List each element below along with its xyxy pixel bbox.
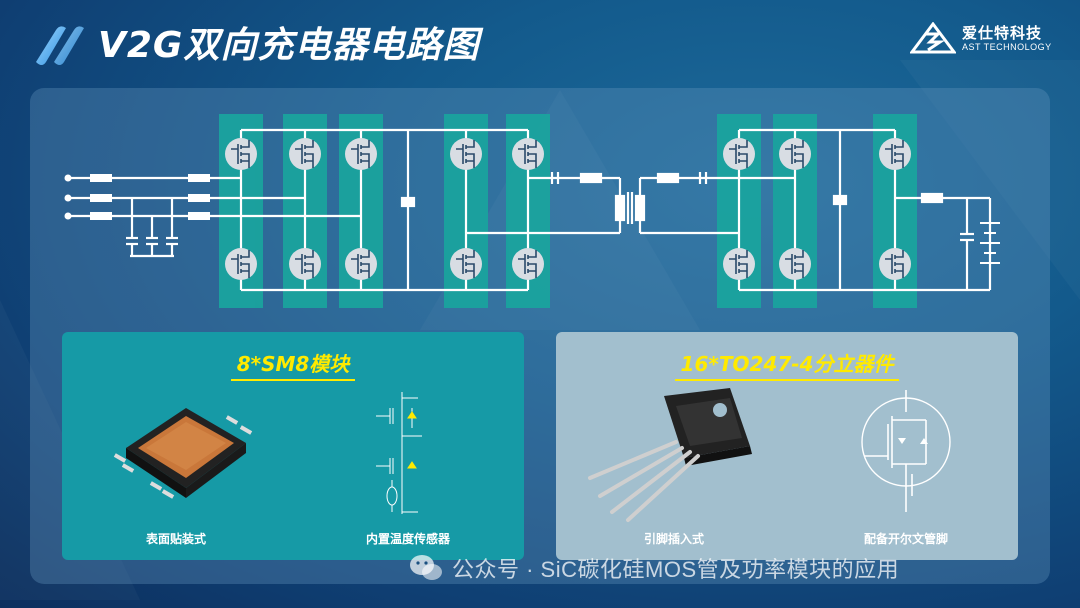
- sm8-package-image: [113, 408, 253, 499]
- to247-package-image: [588, 388, 752, 522]
- v2g-circuit-diagram: [64, 114, 1000, 308]
- sm8-caption-temp-sensor: 内置温度传感器: [365, 532, 450, 546]
- to247-card-title: 16*TO247-4分立器件: [674, 348, 900, 381]
- to247-discrete-card: 16*TO247-4分立器件 引脚插入式 配备开尔文管脚: [556, 332, 1018, 560]
- wechat-watermark: 公众号 · SiC碳化硅MOS管及功率模块的应用: [408, 548, 899, 588]
- brand-logo-icon: [910, 22, 956, 54]
- sm8-module-card: 8*SM8模块: [62, 332, 524, 560]
- brand-name-en: AST TECHNOLOGY: [962, 42, 1052, 52]
- watermark-text: 公众号 · SiC碳化硅MOS管及功率模块的应用: [452, 557, 900, 582]
- header: V2G双向充电器电路图 爱仕特科技 AST TECHNOLOGY: [0, 0, 1080, 88]
- brand-name-cn: 爱仕特科技: [962, 25, 1043, 42]
- brand: 爱仕特科技 AST TECHNOLOGY: [910, 22, 1060, 62]
- sm8-caption-smd: 表面贴装式: [145, 532, 206, 546]
- kelvin-pin-mosfet-symbol: [861, 390, 951, 512]
- wechat-icon: [410, 555, 442, 580]
- module-highlights: [219, 114, 917, 308]
- sm8-card-title: 8*SM8模块: [230, 348, 356, 381]
- page-title: V2G双向充电器电路图: [98, 25, 480, 66]
- to247-caption-through-hole: 引脚插入式: [643, 532, 704, 546]
- battery-icon: [980, 222, 1000, 264]
- title-logo-icon: [36, 26, 84, 65]
- internal-temp-sensor-schematic: [376, 392, 422, 514]
- to247-caption-kelvin-pin: 配备开尔文管脚: [863, 532, 948, 546]
